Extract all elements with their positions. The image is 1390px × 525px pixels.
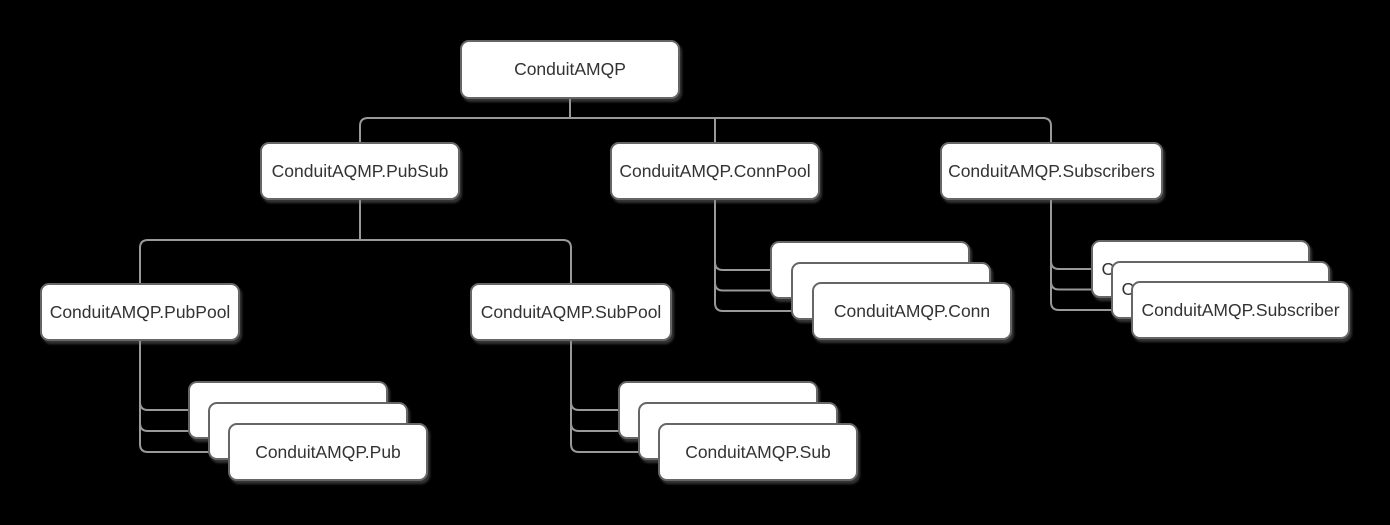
node-pubsub: ConduitAQMP.PubSub [260, 142, 460, 200]
node-connpool-label: ConduitAMQP.ConnPool [619, 160, 811, 181]
node-conn-3: ConduitAMQP.Conn [812, 282, 1012, 340]
node-connpool: ConduitAMQP.ConnPool [610, 142, 820, 200]
node-subscriber-3-label: ConduitAMQP.Subscriber [1141, 299, 1340, 320]
node-subscribers: ConduitAMQP.Subscribers [940, 142, 1163, 200]
node-pubpool: ConduitAMQP.PubPool [40, 283, 240, 341]
edge-bracket-subpool [570, 341, 668, 453]
edge-branch-subscribers [1050, 260, 1101, 270]
node-pub-3: ConduitAMQP.Pub [228, 423, 428, 481]
edge-rail-conduitamqp [359, 117, 1052, 142]
node-pubpool-label: ConduitAMQP.PubPool [49, 301, 231, 322]
edge-branch-connpool [714, 282, 801, 292]
node-conduitamqp-label: ConduitAMQP [514, 59, 626, 79]
node-subscriber-3: ConduitAMQP.Subscriber [1131, 281, 1350, 339]
node-pubsub-label: ConduitAQMP.PubSub [271, 160, 449, 181]
edge-branch-connpool [714, 261, 780, 271]
node-pub-3-label: ConduitAMQP.Pub [255, 441, 401, 462]
edge-branch-subpool [570, 401, 628, 411]
edge-bracket-subscribers [1050, 200, 1141, 311]
edge-branch-pubpool [139, 401, 198, 411]
edge-branch-subpool [570, 422, 648, 432]
node-subscribers-label: ConduitAMQP.Subscribers [948, 160, 1155, 181]
node-sub-3-label: ConduitAMQP.Sub [685, 441, 831, 462]
node-subpool-label: ConduitAQMP.SubPool [480, 301, 662, 322]
edge-rail-pubsub [139, 239, 572, 283]
node-subpool: ConduitAQMP.SubPool [470, 283, 672, 341]
node-sub-3: ConduitAMQP.Sub [658, 423, 858, 481]
node-conduitamqp: ConduitAMQP [460, 40, 680, 99]
edge-branch-pubpool [139, 422, 218, 432]
edge-bracket-pubpool [139, 341, 238, 453]
node-conn-3-label: ConduitAMQP.Conn [833, 300, 991, 321]
edge-bracket-connpool [714, 200, 822, 312]
edge-branch-subscribers [1050, 281, 1121, 291]
